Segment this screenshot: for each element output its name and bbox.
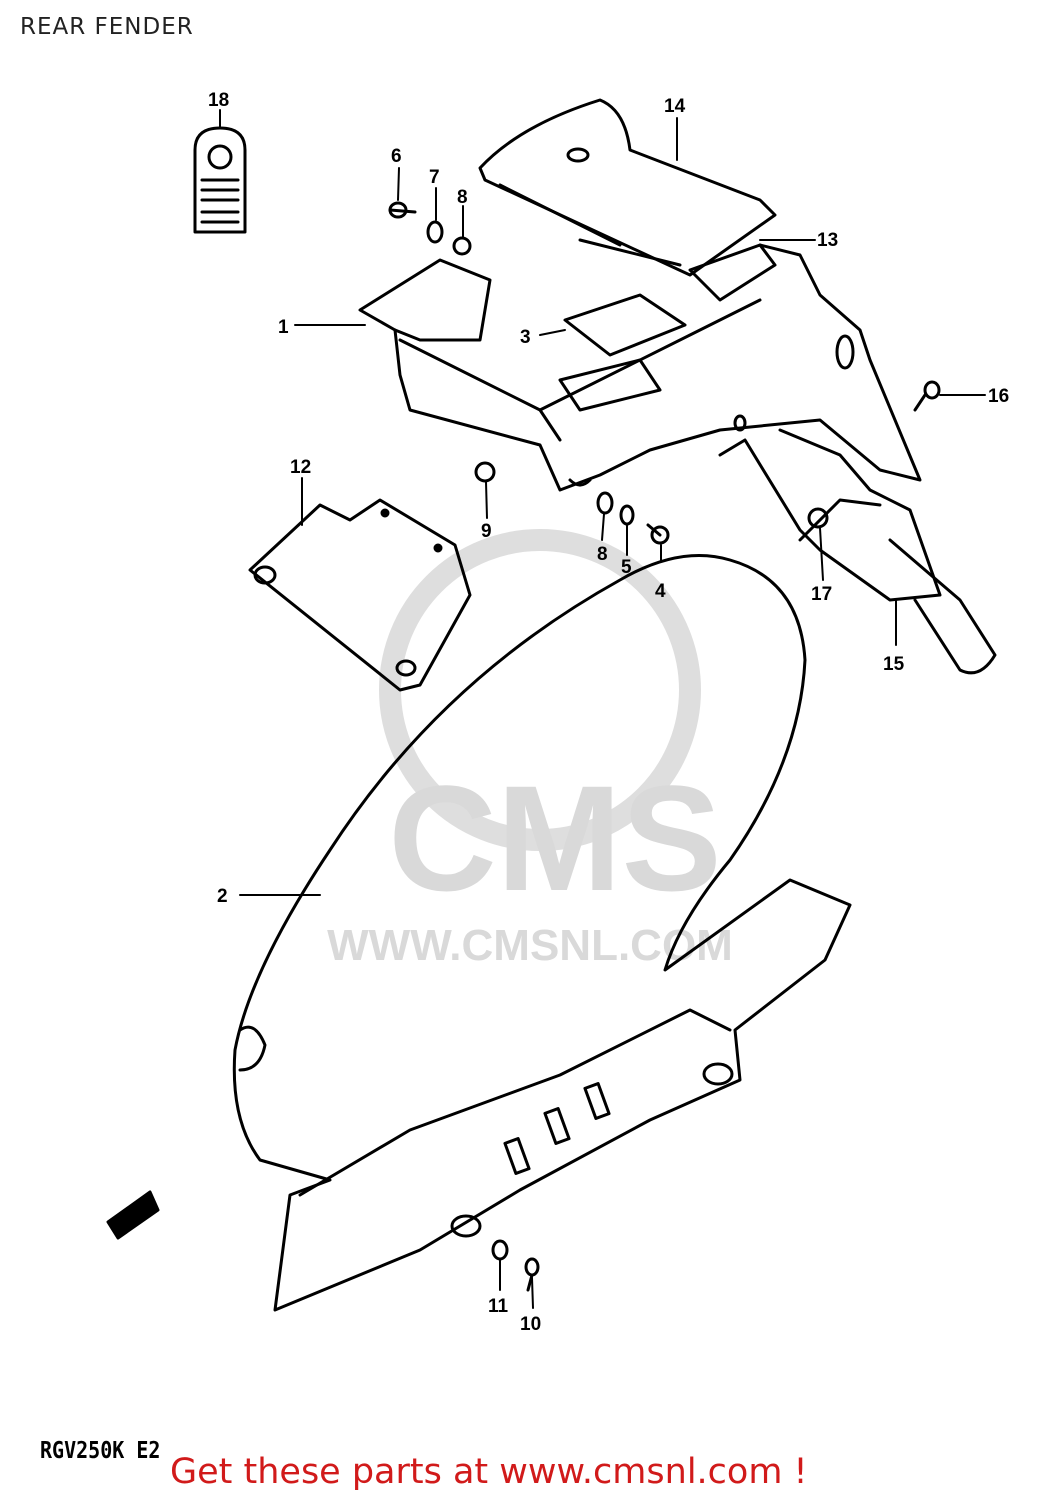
callout-15: 15 — [883, 654, 905, 675]
watermark-brand: CMS — [388, 754, 721, 922]
model-code: RGV250K E2 — [40, 1436, 161, 1464]
part-18-label-decal — [193, 126, 247, 234]
fastener-8-bottom — [596, 491, 614, 515]
callout-9: 9 — [481, 521, 492, 542]
fastener-4 — [646, 523, 670, 545]
part-14-tail-cover — [478, 98, 777, 277]
fastener-5 — [619, 504, 635, 526]
cms-watermark: CMS WWW.CMSNL.COM — [327, 529, 733, 970]
callout-numbers: 1 2 3 4 5 6 7 8 8 9 10 11 12 13 14 15 16… — [208, 90, 1009, 1335]
watermark-url: WWW.CMSNL.COM — [327, 921, 733, 970]
callout-10: 10 — [520, 1314, 541, 1335]
fastener-6 — [388, 201, 417, 219]
part-12-plate — [248, 498, 472, 692]
callout-16: 16 — [988, 386, 1009, 407]
part-2-rear-fender — [232, 554, 852, 1312]
front-direction-arrow-icon — [106, 1190, 160, 1240]
callout-13: 13 — [817, 230, 838, 251]
part-1-rear-fender-bracket — [358, 243, 922, 492]
callout-14: 14 — [664, 96, 686, 117]
part-13-pad — [688, 243, 777, 302]
fastener-16 — [913, 380, 941, 412]
callout-8-bottom: 8 — [597, 544, 608, 565]
part-3-pad — [563, 293, 687, 357]
callout-17: 17 — [811, 584, 832, 605]
callout-11: 11 — [488, 1296, 509, 1317]
callout-4: 4 — [655, 581, 666, 602]
fastener-11 — [491, 1239, 509, 1261]
fastener-17 — [807, 507, 829, 529]
fastener-8-top — [452, 236, 472, 256]
buy-parts-link[interactable]: Get these parts at www.cmsnl.com ! — [170, 1452, 808, 1492]
fastener-7 — [426, 220, 444, 244]
callout-3: 3 — [520, 327, 531, 348]
callout-8-top: 8 — [457, 187, 468, 208]
callout-5: 5 — [621, 557, 632, 578]
callout-1: 1 — [278, 317, 289, 338]
callout-7: 7 — [429, 167, 440, 188]
callout-18: 18 — [208, 90, 229, 111]
callout-12: 12 — [290, 457, 311, 478]
fastener-9 — [474, 461, 496, 483]
leader-lines — [219, 109, 986, 1309]
callout-2: 2 — [217, 886, 228, 907]
callout-6: 6 — [391, 146, 402, 167]
page-title: REAR FENDER — [20, 14, 194, 40]
part-15-license-bracket — [718, 428, 997, 675]
